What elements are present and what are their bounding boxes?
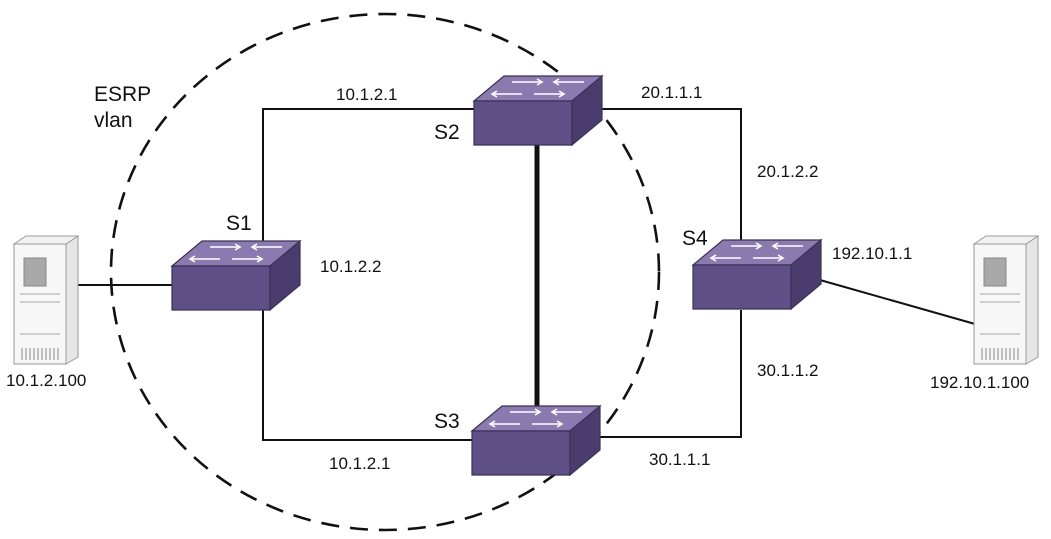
switch-s1-icon <box>171 240 301 311</box>
host-right-address: 192.10.1.100 <box>930 373 1030 392</box>
link-s4-host-right <box>819 279 976 325</box>
address-s2-s4-link: 20.1.1.1 <box>641 83 703 102</box>
esrp-vlan-label: ESRP vlan <box>94 82 151 135</box>
address-s4-right: 192.10.1.1 <box>832 244 913 263</box>
address-s1-s2-link: 10.1.2.1 <box>336 85 398 104</box>
link-s2-s4 <box>600 108 742 243</box>
link-s1-s2 <box>262 108 478 241</box>
switch-s2-icon <box>473 75 603 146</box>
host-right-icon <box>973 235 1039 365</box>
address-s3-s4-link: 30.1.1.1 <box>649 450 711 469</box>
links <box>78 108 976 441</box>
esrp-vlan-boundary <box>109 12 661 532</box>
address-s1-s3-link: 10.1.2.1 <box>329 454 391 473</box>
switch-s2-label: S2 <box>434 121 460 144</box>
switch-s4-label: S4 <box>682 227 708 250</box>
esrp-vlan-label-line1: ESRP <box>94 83 152 106</box>
host-left-icon <box>13 235 79 365</box>
switch-s3-label: S3 <box>434 410 460 433</box>
address-s1-port: 10.1.2.2 <box>320 257 382 276</box>
address-s4-lower: 30.1.1.2 <box>757 361 819 380</box>
esrp-vlan-label-line2: vlan <box>94 109 133 133</box>
address-s4-upper: 20.1.2.2 <box>757 162 819 181</box>
link-s1-s3 <box>262 309 474 441</box>
switch-s4-icon <box>692 239 822 310</box>
link-s3-s4 <box>600 310 742 438</box>
host-left-address: 10.1.2.100 <box>6 371 87 390</box>
switch-s1-label: S1 <box>226 212 252 235</box>
switch-s3-icon <box>471 405 601 476</box>
